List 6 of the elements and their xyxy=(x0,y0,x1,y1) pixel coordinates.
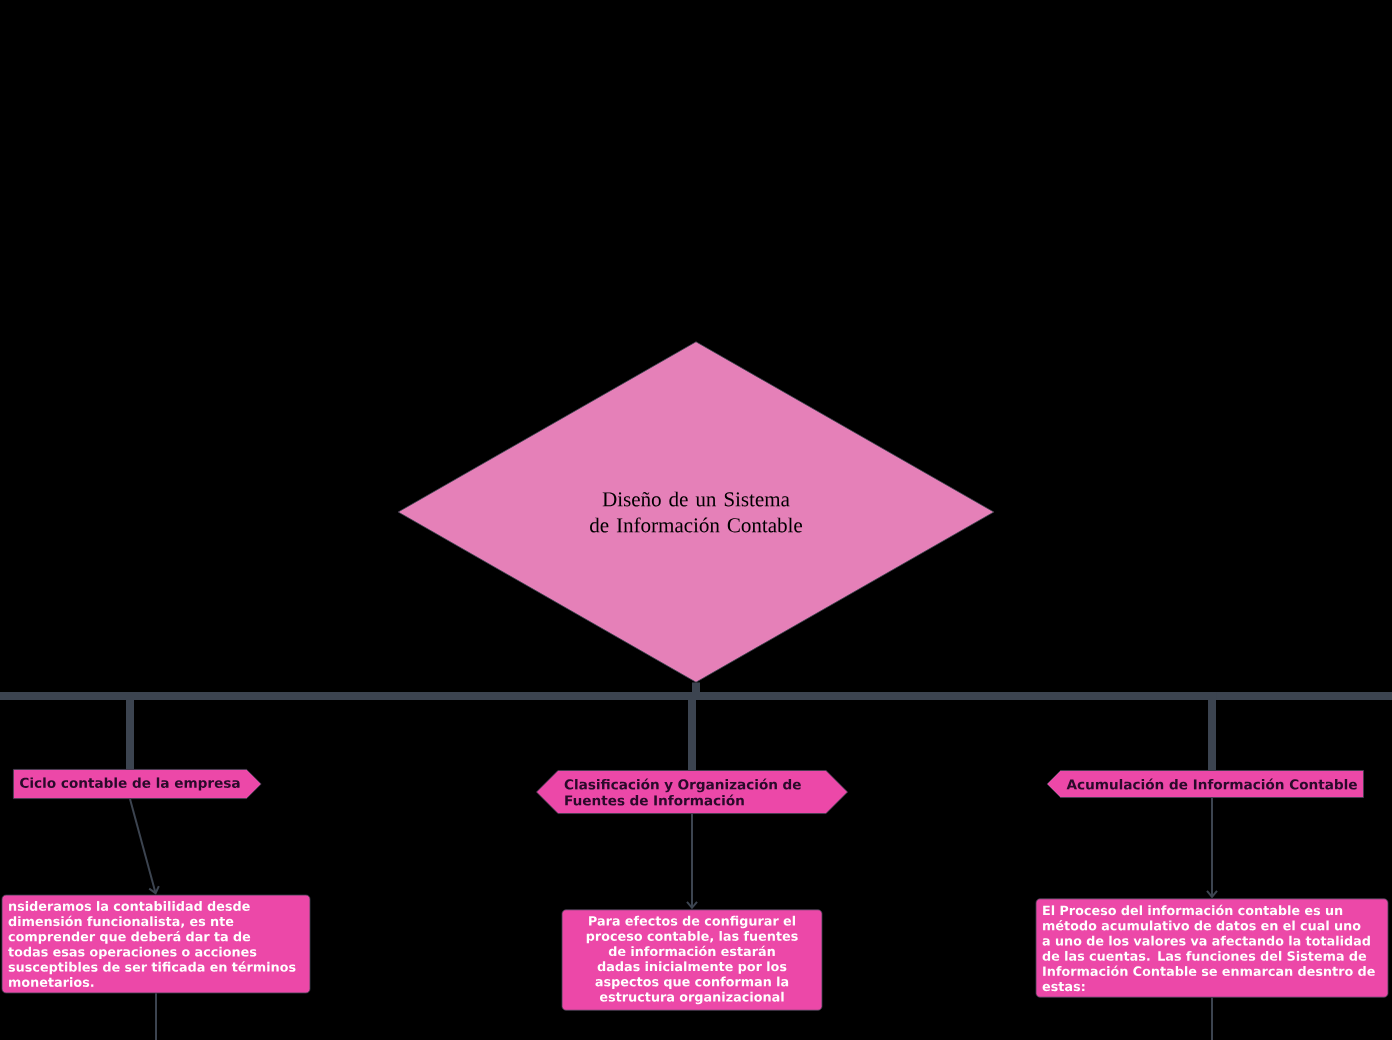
connector xyxy=(692,682,1216,771)
connector xyxy=(1211,996,1213,1040)
connector xyxy=(686,812,698,910)
connector xyxy=(155,992,157,1040)
connector xyxy=(1206,796,1218,899)
connector xyxy=(129,798,160,895)
